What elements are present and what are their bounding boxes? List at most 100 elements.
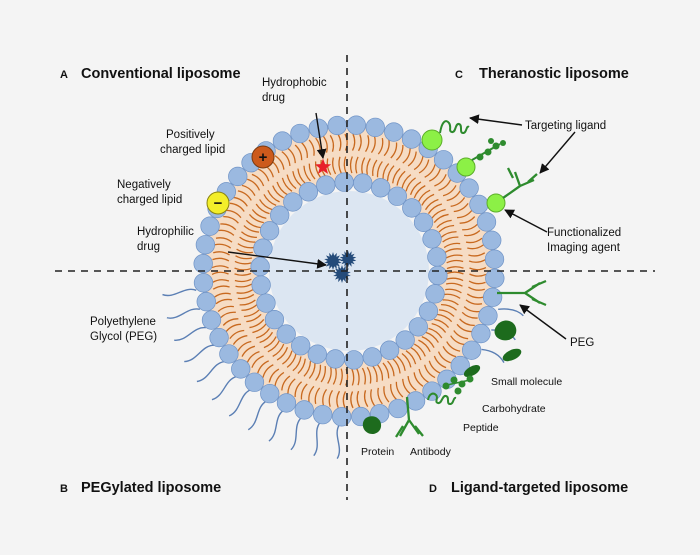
lipid-tail [276, 347, 289, 361]
lipid-tail [239, 299, 256, 306]
lipid-tail [237, 243, 254, 249]
lipid-tail [308, 163, 316, 180]
lipid-tail [236, 289, 254, 294]
lipid-tail [243, 225, 260, 233]
outer-lipid-head [478, 306, 498, 326]
inner-lipid-head [307, 344, 327, 364]
lipid-tail [276, 181, 288, 196]
targeting-ligand-top [421, 120, 470, 151]
peg-chain [211, 375, 237, 401]
lipid-tail [235, 283, 253, 288]
lipid-tail [328, 390, 334, 407]
label-hydrophobic-line2: drug [262, 92, 285, 104]
outer-lipid-head [290, 123, 310, 144]
lipid-tail [252, 323, 267, 334]
lipid-tail [255, 203, 270, 215]
outer-lipid-head [471, 323, 491, 344]
lipid-tail [453, 202, 469, 213]
lipid-tail [413, 343, 426, 357]
label-hydrophilic-line1: Hydrophilic [137, 226, 194, 238]
outer-lipid-head [228, 166, 248, 187]
lipid-tail [417, 189, 431, 203]
lipid-tail [456, 323, 472, 333]
lipid-tail [301, 142, 308, 159]
lipid-tail [263, 336, 277, 349]
label-carbohydrate: Carbohydrate [482, 403, 546, 415]
lipid-tail [433, 213, 449, 224]
lipid-tail [320, 365, 326, 383]
peg-chain [498, 308, 524, 317]
lipid-tail [468, 252, 486, 257]
lipid-tail [217, 305, 234, 312]
lipid-tail [314, 387, 321, 405]
lipid-tail [232, 335, 248, 345]
lipid-tail [214, 292, 231, 298]
outer-lipid-head [272, 131, 293, 151]
outer-lipid-head [469, 194, 489, 215]
lipid-tail [382, 163, 390, 180]
lipid-tail [211, 271, 229, 276]
quadrant-d-title: Ligand-targeted liposome [451, 480, 628, 496]
outer-lipid-head [485, 268, 505, 288]
inner-lipid-head [402, 198, 422, 218]
peg-chain [247, 400, 267, 431]
lipid-tail [286, 353, 297, 368]
lipid-tail [257, 168, 270, 182]
lipid-tails [211, 133, 487, 409]
label-peg-long-line2: Glycol (PEG) [90, 331, 157, 343]
lipid-tail [418, 339, 431, 353]
lipid-tail [241, 304, 258, 311]
lipid-tail [297, 358, 306, 374]
lipid-tail [351, 368, 355, 386]
inner-lipid-head [325, 349, 345, 369]
lipid-tail [425, 331, 439, 343]
inner-lipid-head [362, 347, 382, 367]
lipid-tail [418, 368, 430, 384]
arrow-peg [519, 304, 567, 340]
outer-lipid-head [193, 254, 213, 274]
peptide-ligand [427, 392, 457, 406]
lipid-tail [364, 135, 370, 152]
lipid-tail [233, 196, 248, 207]
lipid-tail [467, 244, 484, 250]
lipid-tail [407, 151, 417, 167]
outer-lipid-head [219, 344, 239, 364]
inner-lipid-head [425, 284, 445, 304]
aqueous-core [269, 191, 429, 351]
lipid-tail [376, 161, 383, 178]
lipid-tail [272, 343, 285, 357]
peg-chain [162, 288, 197, 297]
lipid-tail [245, 219, 262, 229]
lipid-tail [463, 306, 480, 313]
label-positive-line2: charged lipid [160, 144, 225, 156]
lipid-tail [262, 364, 274, 378]
lipid-tail [434, 318, 450, 328]
lipid-tail [287, 147, 296, 164]
lipid-tail [450, 197, 466, 207]
inner-lipid-head [371, 178, 391, 198]
inner-lipid-heads [250, 172, 448, 370]
outer-lipid-head [388, 398, 408, 419]
lipid-tail [234, 260, 252, 265]
peg-chain [228, 389, 252, 417]
small-molecule-ligand [463, 348, 522, 377]
lipid-tail [329, 134, 335, 152]
lipid-tail [255, 327, 271, 339]
lipid-tail [241, 184, 256, 196]
quadrant-c-letter: C [455, 69, 463, 81]
outer-lipid-head [193, 273, 214, 293]
outer-lipid-head [476, 212, 497, 232]
lipid-tail [370, 136, 376, 153]
peg-chain [196, 360, 225, 383]
lipid-tail [427, 203, 443, 215]
minus-symbol: − [214, 195, 223, 212]
lipid-tail [413, 155, 424, 171]
lipid-tail [469, 266, 487, 271]
lipid-tail [429, 168, 441, 182]
lipid-tail [401, 352, 412, 368]
lipid-tail [446, 277, 464, 282]
inner-lipid-head [353, 173, 373, 193]
lipid-tail [438, 179, 452, 191]
lipid-tail [444, 293, 461, 299]
inner-lipid-head [291, 336, 311, 356]
